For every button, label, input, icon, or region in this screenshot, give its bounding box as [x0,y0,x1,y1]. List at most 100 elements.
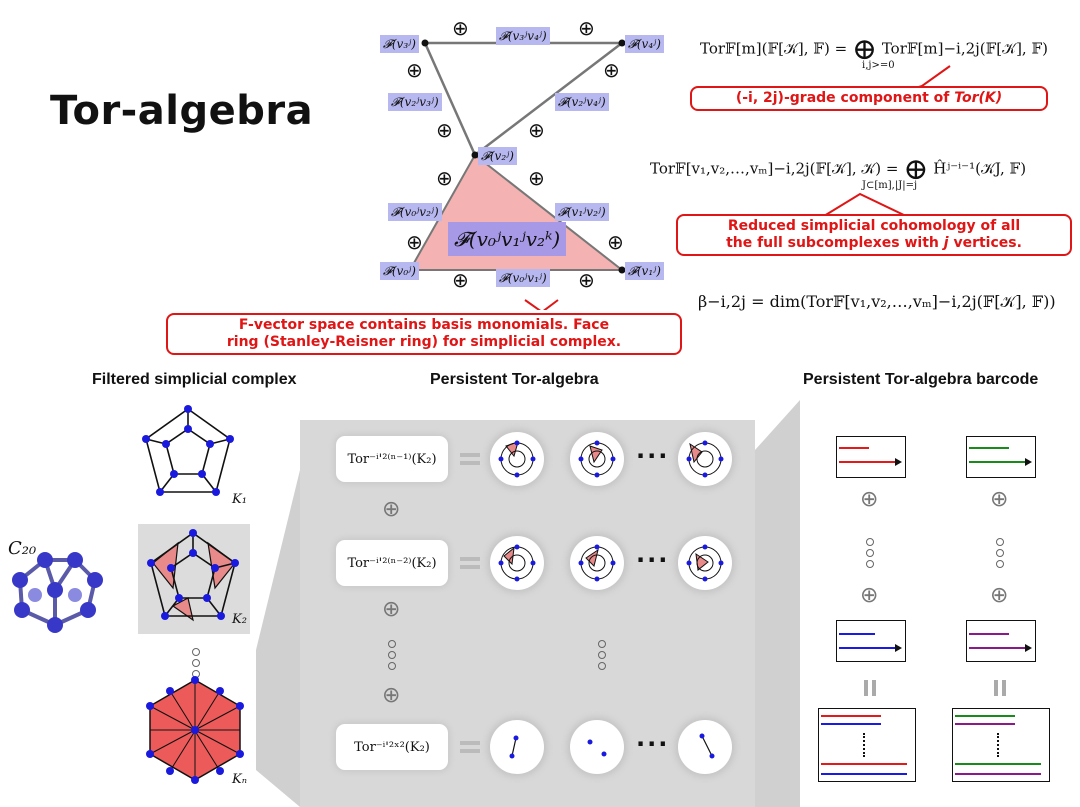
label-v2: 𝓕(v₂ʲ) [478,147,517,165]
edge-v4-v2 [474,42,623,156]
oplus-symbol: ⊕ [452,16,469,40]
arrow-right-icon [1025,644,1032,652]
barcode-bar [955,723,1015,725]
equals-sign [460,453,480,465]
callout-pointer-c2 [823,192,907,217]
barcode-box-blue [836,620,906,662]
tor-circle-contents [498,440,724,759]
vertical-ellipsis [866,538,874,571]
barcode-box-red [836,436,906,478]
oplus-symbol: ⊕ [382,497,401,522]
node-v4 [618,39,626,47]
arrow-right-icon [895,644,902,652]
equals-sign-vertical [994,680,1006,696]
formula-2-sum-subscript: J⊂[m],|J|=j [862,180,918,191]
barcode-bar [839,447,869,449]
direct-sum-icon: ⊕ [851,32,878,67]
formula-1-sum-subscript: i,j>=0 [862,60,895,71]
section-filtered-complex: Filtered simplicial complex [92,371,297,388]
label-v0v1v2: 𝓕(v₀ʲv₁ʲv₂ᵏ) [448,222,567,256]
callout-reduced-cohomology: Reduced simplicial cohomology of all the… [676,214,1072,256]
arrow-right-icon [1025,458,1032,466]
mini-complex-row1 [498,440,724,478]
oplus-symbol: ⊕ [578,268,595,292]
formula-3: β−i,2j = dim(Tor𝔽[v₁,v₂,…,vₘ]−i,2j(𝔽[𝒦],… [698,292,1056,311]
label-v3: 𝓕(v₃ʲ) [380,35,419,53]
barcode-combined-green-purple [952,708,1050,782]
oplus-symbol: ⊕ [382,597,401,622]
horizontal-ellipsis: ··· [636,442,670,470]
formula-2-lhs: Tor𝔽[v₁,v₂,…,vₘ]−i,2j(𝔽[𝒦], 𝒦) = [650,159,899,178]
complex-kn-label: Kₙ [232,772,247,787]
vertical-ellipsis [388,640,396,673]
edge-v3-v2 [423,42,477,156]
formula-1-rhs: Tor𝔽[m]−i,2j(𝔽[𝒦], 𝔽) [881,39,1048,58]
main-title: Tor-algebra [50,88,314,134]
barcode-bar [839,633,875,635]
formula-1: Tor𝔽[m](𝔽[𝒦], 𝔽) = ⊕ Tor𝔽[m]−i,2j(𝔽[𝒦], … [700,32,1048,67]
node-v2 [471,151,479,159]
node-v1 [618,266,626,274]
oplus-symbol: ⊕ [528,166,545,190]
callout-pointer-c3 [524,299,559,310]
tor-complex-circle [490,720,544,774]
barcode-combined-red-blue [818,708,916,782]
callout-tor-grade: (-i, 2j)-grade component of Tor(K) [690,86,1048,111]
oplus-symbol: ⊕ [452,268,469,292]
formula-2: Tor𝔽[v₁,v₂,…,vₘ]−i,2j(𝔽[𝒦], 𝒦) = ⊕ Ĥʲ⁻ⁱ⁻… [650,152,1026,187]
oplus-symbol: ⊕ [603,58,620,82]
c20-molecule-icon [12,552,103,633]
equals-sign-vertical [864,680,876,696]
complex-k2-label: K₂ [232,612,247,627]
oplus-symbol: ⊕ [528,118,545,142]
vertical-ellipsis [996,538,1004,571]
barcode-bar [839,647,895,649]
vertical-ellipsis [598,640,606,673]
complex-k1-label: K₁ [232,492,247,507]
complex-k1-icon [142,405,234,496]
formula-2-rhs: Ĥʲ⁻ⁱ⁻¹(𝒦J, 𝔽) [933,159,1027,178]
oplus-symbol: ⊕ [990,583,1009,608]
oplus-symbol: ⊕ [860,487,879,512]
label-v1v2: 𝓕(v₁ʲv₂ʲ) [555,203,609,221]
label-v2v4: 𝓕(v₂ʲv₄ʲ) [555,93,609,111]
label-v0: 𝓕(v₀ʲ) [380,262,419,280]
barcode-box-purple [966,620,1036,662]
label-v4: 𝓕(v₄ʲ) [625,35,664,53]
vertical-ellipsis [997,733,1001,757]
equals-sign [460,557,480,569]
oplus-symbol: ⊕ [860,583,879,608]
tor-row-2: Tor⁻ⁱ'²⁽ⁿ⁻²⁾(K₂) [336,540,448,586]
barcode-bar [821,723,881,725]
complex-kn-icon [146,676,244,784]
oplus-symbol: ⊕ [406,58,423,82]
section-persistent-tor: Persistent Tor-algebra [430,371,599,388]
formula-1-lhs: Tor𝔽[m](𝔽[𝒦], 𝔽) = [700,39,848,58]
mini-complex-row2 [498,544,724,582]
oplus-symbol: ⊕ [406,230,423,254]
barcode-bar [955,763,1041,765]
oplus-symbol: ⊕ [578,16,595,40]
label-v3v4: 𝓕(v₃ʲv₄ʲ) [496,27,550,45]
oplus-symbol: ⊕ [607,230,624,254]
section-barcode: Persistent Tor-algebra barcode [803,371,1039,388]
barcode-bar [969,447,1009,449]
tor-row-1: Tor⁻ⁱ'²⁽ⁿ⁻¹⁾(K₂) [336,436,448,482]
barcode-bar [969,633,1009,635]
tor-row-3: Tor⁻ⁱ'²ˣ²(K₂) [336,724,448,770]
horizontal-ellipsis: ··· [636,730,670,758]
direct-sum-icon: ⊕ [903,152,929,187]
oplus-symbol: ⊕ [436,166,453,190]
node-v3 [421,39,429,47]
vertical-ellipsis [863,733,867,757]
molecule-label: C₂₀ [8,538,37,559]
barcode-bar [821,773,907,775]
mini-complex-row3 [509,733,715,759]
barcode-bar [969,647,1025,649]
barcode-bar [821,715,881,717]
tor-complex-circle [570,720,624,774]
barcode-bar [821,763,907,765]
oplus-symbol: ⊕ [990,487,1009,512]
barcode-bar [955,773,1041,775]
barcode-bar [969,461,1025,463]
